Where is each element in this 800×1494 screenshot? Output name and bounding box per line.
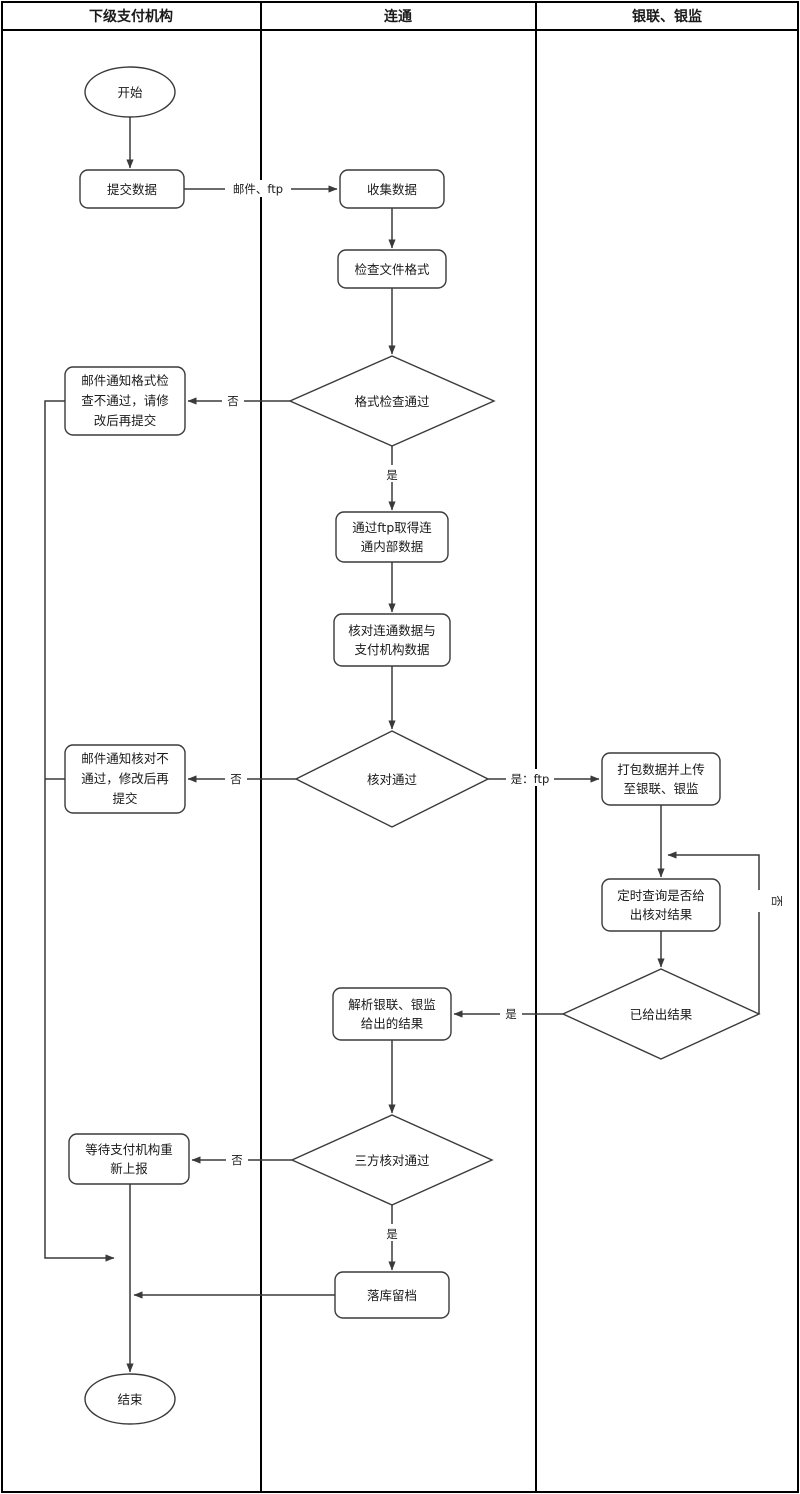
node-start[interactable]	[84, 66, 176, 118]
edge-label-bg-result-no	[751, 890, 769, 912]
node-check-file-format-label: 检查文件格式	[354, 262, 430, 277]
lane-header-sub-payment: 下级支付机构	[89, 8, 173, 25]
edge-label-result-no: 否	[770, 895, 784, 907]
node-collect-data-label: 收集数据	[367, 182, 417, 197]
node-notify-compare-fail-label-3: 提交	[112, 791, 137, 806]
node-notify-compare-fail[interactable]	[64, 744, 186, 814]
node-parse-result[interactable]	[332, 987, 452, 1041]
lane-header-unionpay: 银联、银监	[632, 8, 702, 25]
edge-label-bg-threeparty-yes	[381, 1224, 403, 1241]
node-three-party-pass-label: 三方核对通过	[354, 1153, 430, 1168]
node-compare-pass-label: 核对通过	[367, 772, 418, 787]
node-collect-data[interactable]	[339, 169, 445, 209]
node-archive-db-label: 落库留档	[367, 1288, 417, 1303]
node-notify-format-fail-label-3: 改后再提交	[94, 413, 157, 428]
node-notify-compare-fail-label-1: 邮件通知核对不	[81, 751, 169, 766]
edge-label-email-ftp: 邮件、ftp	[233, 182, 283, 196]
edge-result-no-loop	[667, 851, 760, 1014]
node-wait-resubmit-label-1: 等待支付机构重	[85, 1142, 173, 1157]
edge-label-threeparty-no: 否	[231, 1153, 243, 1167]
node-result-given-label: 已给出结果	[630, 1007, 693, 1022]
node-notify-format-fail-label-1: 邮件通知格式检	[81, 373, 169, 388]
node-compare-pass[interactable]	[294, 730, 490, 828]
node-start-label: 开始	[117, 85, 143, 100]
node-three-party-pass[interactable]	[290, 1114, 494, 1206]
node-compare-data-label-1: 核对连通数据与	[348, 623, 436, 638]
edge-label-format-yes: 是	[386, 468, 398, 482]
node-compare-data[interactable]	[333, 613, 451, 667]
edge-label-bg-email-ftp	[225, 180, 291, 197]
node-notify-format-fail[interactable]	[64, 366, 186, 436]
node-wait-resubmit-label-2: 新上报	[110, 1161, 148, 1176]
node-format-check-pass[interactable]	[288, 355, 496, 447]
node-package-upload-label-2: 至银联、银监	[623, 781, 698, 796]
node-scheduled-query-label-2: 出核对结果	[630, 907, 693, 922]
node-submit-data-label: 提交数据	[107, 182, 157, 197]
edge-label-bg-format-yes	[381, 465, 403, 482]
node-parse-result-label-2: 给出的结果	[361, 1016, 424, 1031]
node-ftp-get-internal-data-label-2: 通内部数据	[361, 539, 424, 554]
node-submit-data[interactable]	[79, 169, 185, 209]
edge-label-bg-format-no	[222, 391, 244, 408]
node-result-given[interactable]	[561, 968, 761, 1060]
node-check-file-format[interactable]	[337, 249, 447, 289]
edge-label-bg-compare-yes	[506, 769, 554, 786]
node-ftp-get-internal-data-label-1: 通过ftp取得连	[352, 520, 432, 535]
lane-header-liantong: 连通	[384, 8, 412, 25]
edge-label-bg-result-yes	[500, 1004, 522, 1021]
node-end-label: 结束	[117, 1392, 143, 1407]
node-notify-format-fail-label-2: 查不通过，请修	[81, 393, 169, 408]
edge-label-result-yes: 是	[505, 1007, 517, 1021]
edge-label-compare-yes-ftp: 是：ftp	[511, 772, 550, 786]
edge-label-compare-no: 否	[230, 772, 242, 786]
node-compare-data-label-2: 支付机构数据	[354, 642, 429, 657]
edge-label-bg-compare-no	[225, 769, 247, 786]
node-format-check-pass-label: 格式检查通过	[354, 394, 430, 409]
edge-email-loopback-rail	[44, 400, 115, 1262]
edge-label-format-no: 否	[227, 394, 239, 408]
edge-label-bg-threeparty-no	[226, 1150, 248, 1167]
node-package-upload[interactable]	[601, 752, 721, 806]
node-end[interactable]	[84, 1373, 176, 1425]
node-notify-compare-fail-label-2: 通过，修改后再	[81, 771, 169, 786]
node-wait-resubmit[interactable]	[68, 1133, 190, 1185]
node-parse-result-label-1: 解析银联、银监	[348, 997, 436, 1012]
node-scheduled-query-label-1: 定时查询是否给	[617, 888, 705, 903]
node-package-upload-label-1: 打包数据并上传	[617, 762, 705, 777]
node-scheduled-query[interactable]	[601, 878, 721, 932]
edge-label-threeparty-yes: 是	[386, 1227, 398, 1241]
node-ftp-get-internal-data[interactable]	[335, 511, 449, 563]
node-archive-db[interactable]	[334, 1271, 450, 1319]
